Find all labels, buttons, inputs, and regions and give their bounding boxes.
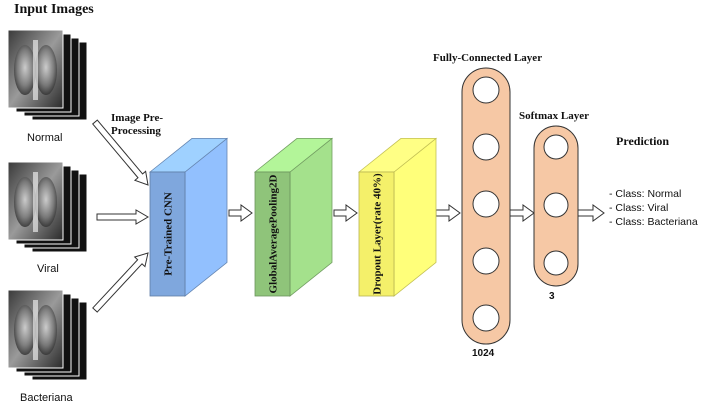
fc-layer: [461, 67, 511, 345]
fc-layer-node: [472, 304, 500, 332]
softmax-layer-node: [543, 250, 569, 276]
preprocess-label-line2: Processing: [111, 125, 161, 137]
fc-units-label: 1024: [472, 348, 495, 359]
pooling-block-label: GlobalAveragePooling2D: [268, 174, 280, 293]
dropout-block-front: [358, 171, 395, 297]
arrow-cnn-to-pooling: [228, 204, 253, 222]
cnn-block: Pre-Trained CNN: [148, 137, 229, 297]
softmax-layer-node: [543, 192, 569, 218]
lung-right: [35, 305, 57, 355]
dropout-block-label: Dropout Layer(rate 40%): [372, 173, 384, 295]
lung-right: [35, 177, 57, 227]
pooling-block: GlobalAveragePooling2D: [253, 137, 334, 297]
prediction-class-viral: - Class: Viral: [609, 202, 669, 214]
dropout-block: Dropout Layer(rate 40%): [357, 137, 438, 297]
preprocess-label-line1: Image Pre-: [111, 112, 164, 124]
softmax-layer-title: Softmax Layer: [519, 110, 589, 122]
image-label-bacteriana: Bacteriana: [20, 392, 73, 404]
prediction-class-normal: - Class: Normal: [609, 188, 682, 200]
cnn-block-front: [149, 171, 186, 297]
arrow-softmax-to-prediction: [577, 204, 605, 222]
prediction-class-bacteriana: - Class: Bacteriana: [609, 216, 698, 228]
spine: [33, 40, 38, 100]
input-images-title: Input Images: [14, 2, 94, 17]
lung-left: [14, 45, 36, 95]
xray-stack-normal: [7, 29, 88, 121]
pooling-block-front: [254, 171, 291, 297]
cnn-block-label: Pre-Trained CNN: [163, 192, 175, 276]
arrow-dropout-to-fc: [435, 204, 461, 222]
image-label-normal: Normal: [27, 132, 63, 144]
prediction-title: Prediction: [616, 134, 670, 148]
fc-layer-node: [472, 247, 500, 275]
arrow-normal-to-cnn: [91, 119, 149, 186]
arrow-fc-to-softmax: [507, 204, 535, 222]
fc-layer-node: [472, 76, 500, 104]
lung-right: [35, 45, 57, 95]
fc-layer-node: [472, 133, 500, 161]
fc-layer-node: [472, 190, 500, 218]
lung-left: [14, 305, 36, 355]
softmax-units-label: 3: [549, 291, 555, 302]
softmax-layer-node: [543, 134, 569, 160]
spine: [33, 300, 38, 360]
image-label-viral: Viral: [37, 263, 59, 275]
xray-stack-bacteriana: [7, 289, 88, 381]
lung-left: [14, 177, 36, 227]
spine: [33, 172, 38, 232]
arrow-viral-to-cnn: [96, 209, 149, 225]
fc-layer-title: Fully-Connected Layer: [433, 52, 543, 64]
softmax-layer: [533, 125, 579, 287]
arrow-pooling-to-dropout: [333, 204, 358, 222]
xray-stack-viral: [7, 161, 88, 253]
arrow-bacteriana-to-cnn: [92, 252, 149, 313]
